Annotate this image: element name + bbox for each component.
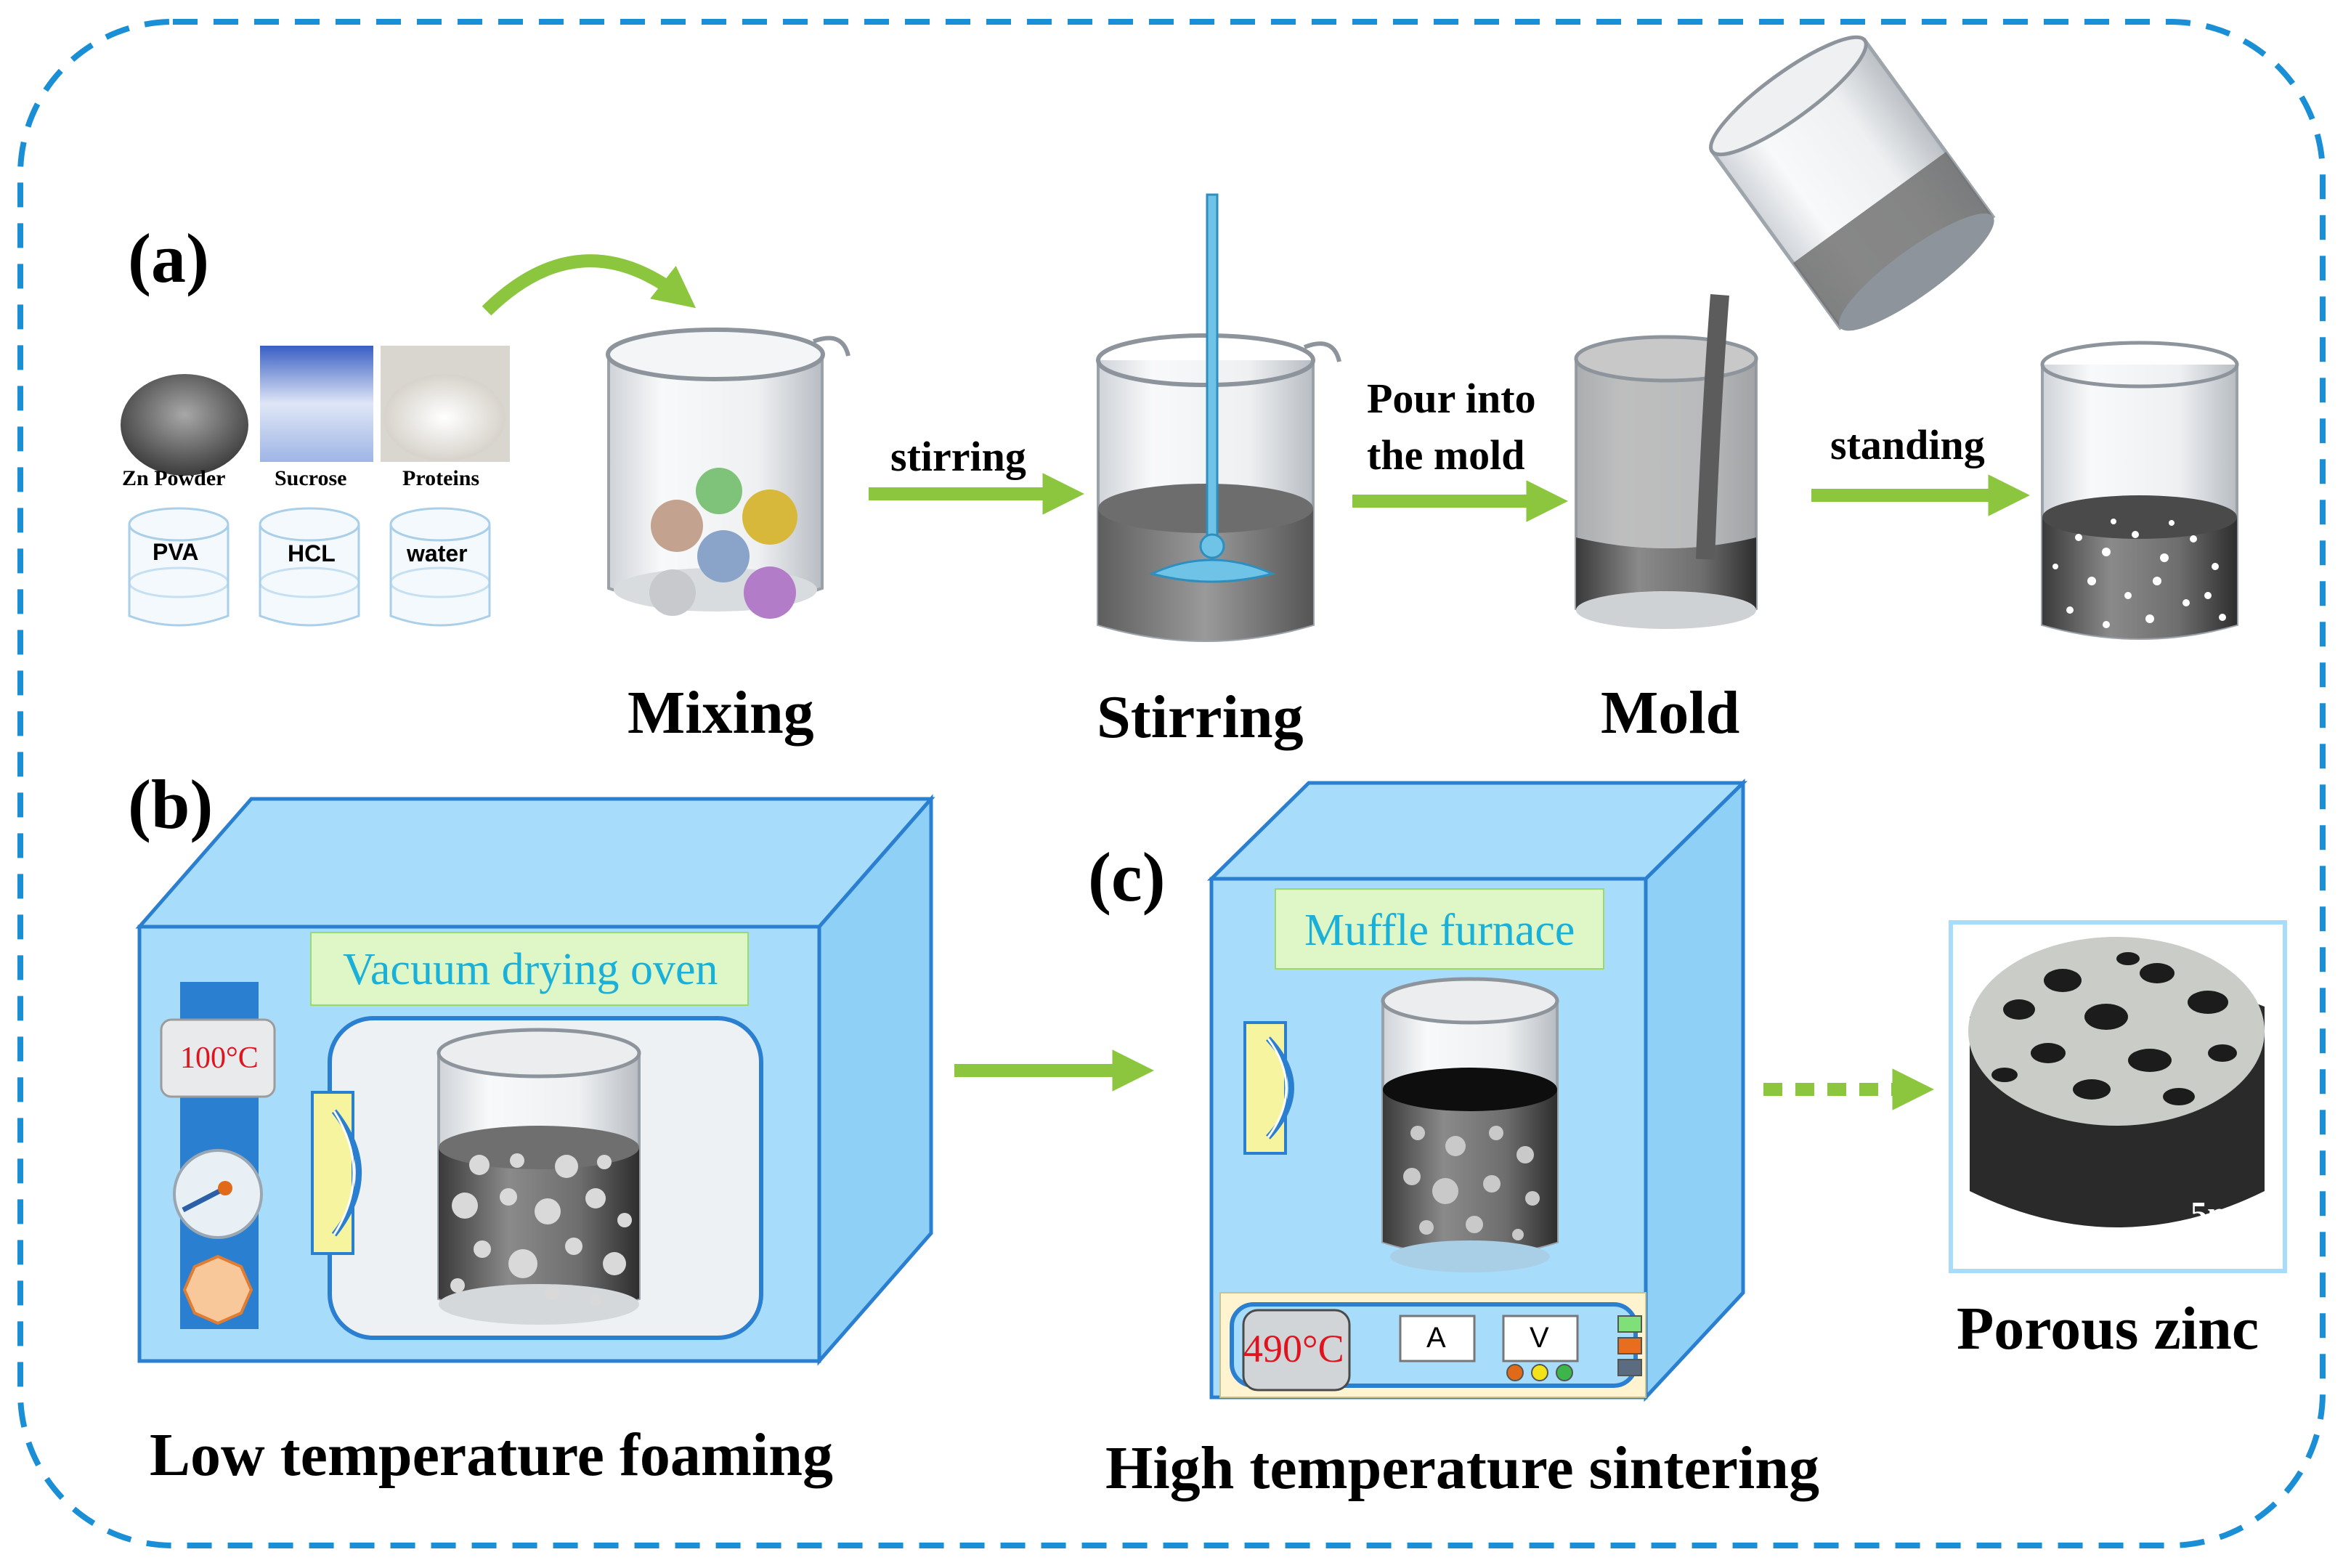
furnace-temp-display — [1242, 1309, 1351, 1392]
water-label: water — [407, 540, 468, 566]
stir-blade — [1148, 558, 1276, 583]
stirring-arrow-label: stirring — [890, 433, 1026, 480]
high-temp-sintering-label: High temperature sintering — [1105, 1434, 1819, 1502]
foaming-beaker — [436, 1028, 641, 1325]
low-temp-foaming-label: Low temperature foaming — [150, 1421, 833, 1489]
sucrose-label: Sucrose — [275, 466, 347, 490]
pour-arrow-label-line1: Pour into — [1367, 375, 1536, 422]
furnace-name-label: Muffle furnace — [1304, 906, 1575, 955]
oven-name-label: Vacuum drying oven — [343, 945, 718, 994]
standing-beaker — [2040, 341, 2239, 640]
add-materials-arrow — [482, 254, 697, 316]
zn-powder-swatch — [121, 346, 248, 476]
panel-label-a: (a) — [128, 219, 209, 297]
mold-beaker — [1574, 335, 1758, 629]
mold-label: Mold — [1601, 679, 1740, 747]
proteins-label: Proteins — [402, 466, 480, 490]
pva-label: PVA — [153, 539, 199, 565]
zn-powder-label: Zn Powder — [122, 466, 226, 490]
oven-temp-display — [160, 1018, 276, 1098]
furnace-temp-value: 490°C — [1243, 1327, 1344, 1370]
pouring-beaker — [1709, 35, 1996, 331]
stirring-beaker — [1096, 193, 1341, 642]
oven-door-handle — [311, 1091, 354, 1255]
furnace-button-a-label: A — [1426, 1322, 1446, 1354]
furnace-label-box — [1275, 888, 1604, 970]
solution-beaker-pva — [128, 507, 230, 627]
oven-knob — [182, 1254, 253, 1325]
mixing-beaker — [606, 328, 850, 619]
hcl-label: HCL — [288, 540, 336, 566]
standing-arrow-label: standing — [1830, 421, 1985, 468]
furnace-button-v-label: V — [1530, 1322, 1549, 1354]
oven-label-box — [310, 932, 749, 1006]
proteins-swatch — [381, 346, 510, 462]
furnace-door-handle — [1243, 1021, 1287, 1155]
porous-zinc-photo — [1949, 920, 2287, 1273]
solution-beaker-water — [389, 507, 491, 627]
muffle-furnace — [1206, 779, 1748, 1402]
sucrose-swatch — [260, 346, 373, 462]
stir-rod — [1206, 193, 1219, 543]
pour-arrow-label-line2: the mold — [1367, 431, 1525, 479]
pour-stream — [1696, 293, 1729, 560]
panel-label-c: (c) — [1088, 838, 1166, 916]
oven-temp-value: 100°C — [180, 1041, 259, 1075]
mixing-label: Mixing — [628, 679, 814, 747]
furnace-button-v — [1502, 1315, 1579, 1362]
panel-label-b: (b) — [128, 765, 214, 843]
stirring-label: Stirring — [1097, 683, 1304, 751]
sintering-beaker — [1381, 977, 1559, 1272]
solution-beaker-hcl — [259, 507, 360, 627]
porous-zinc-label: Porous zinc — [1957, 1295, 2259, 1362]
dashed-border — [17, 19, 2326, 1548]
scale-bar-label: 5mm — [2190, 1195, 2263, 1232]
furnace-button-a — [1399, 1315, 1476, 1362]
